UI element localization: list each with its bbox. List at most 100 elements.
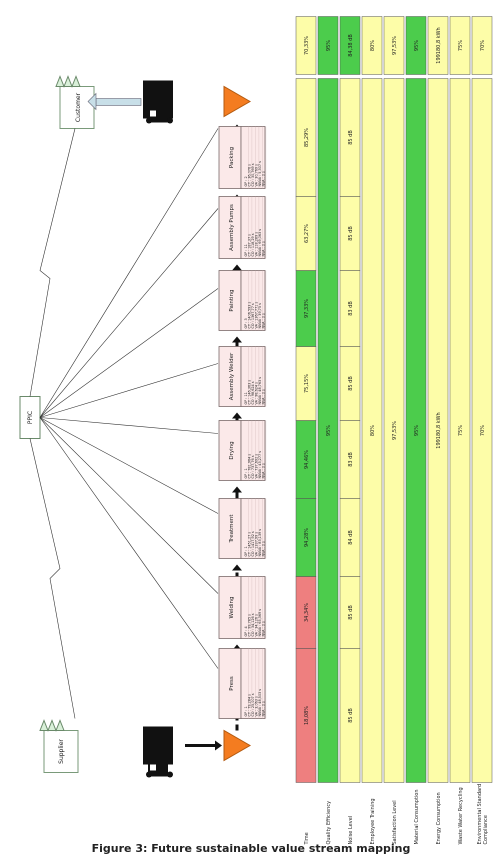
metric-label: Quality Efficiency: [326, 801, 332, 845]
metric-total: 70%: [480, 40, 486, 51]
metric-label: Energy Consumption: [436, 792, 442, 844]
metric-segment-value: 94,46%: [304, 450, 310, 469]
metric-label: Time: [304, 832, 310, 845]
metric-segment-value: 84 dB: [348, 530, 354, 545]
process-name: Drying: [229, 441, 235, 459]
process-data-line: CT : 99,785 s: [248, 614, 252, 637]
process-data-line: VA : 34,126 s: [255, 614, 259, 637]
metric-total: 95%: [326, 40, 332, 51]
process-data-line: VA : 98,624 s: [255, 382, 259, 405]
process-data-line: OP : 2: [244, 176, 248, 186]
process-data-line: OP : 4: [244, 626, 248, 636]
metric-segment-value: 85 dB: [348, 226, 354, 241]
metric-row: 70,33%18,08%34,34%94,28%94,46%75,15%97,3…: [295, 16, 317, 783]
process-data-line: VA : 1337,99 s: [255, 532, 259, 557]
metric-row: 95%95%: [405, 16, 427, 783]
metric-segment-value: 199180,8 kWh: [436, 412, 442, 448]
process-name: Treatment: [229, 514, 235, 544]
metric-segment-value: 94,28%: [304, 528, 310, 547]
process-data-line: VA : 737,692 s: [255, 454, 259, 479]
metric-total: 97,53%: [392, 36, 398, 55]
ppic-box: PPIC: [19, 396, 41, 439]
metric-segment-value: 95%: [326, 425, 332, 436]
metric-segment-value: 85,29%: [304, 128, 310, 147]
metric-label: Employee Training: [370, 798, 376, 844]
metric-segment-value: 63,27%: [304, 224, 310, 243]
metric-segment-value: 85 dB: [348, 130, 354, 145]
metric-label: Noise Level: [348, 816, 354, 845]
process-name: Assembly Welder: [229, 352, 235, 400]
process-data-line: NNVA : 65,369 s: [258, 609, 262, 637]
finished-goods-inventory-triangle: [223, 85, 252, 118]
process-data-line: NVA : 0 s: [262, 701, 266, 716]
process-data-line: OP : 1: [244, 468, 248, 478]
ppic-to-painting-line: [39, 288, 219, 418]
process-data-line: CT : 781,964 s: [248, 454, 252, 479]
metric-segment-value: 85 dB: [348, 605, 354, 620]
metric-row: 97,53% 97,53%: [383, 16, 405, 783]
process-name: Welding: [229, 596, 235, 618]
process-data-line: CT : 146,363 s: [248, 380, 252, 405]
supplier-label: Supplier: [58, 739, 65, 764]
process-data-line: CO : 118,29 s: [251, 233, 255, 256]
metric-row: 95% 95%: [317, 16, 339, 783]
process-data-line: CT : 1451,27 s: [248, 532, 252, 557]
process-data-line: NVA : 0 s: [262, 241, 266, 256]
process-data-line: CO : 1417,92 s: [251, 531, 255, 556]
process-data-line: CT : 79,284 s: [248, 694, 252, 717]
metric-segment-value: 95%: [414, 425, 420, 436]
ppic-to-customer-line: [29, 128, 76, 397]
process-data-line: NVA : 0 s: [262, 171, 266, 186]
metric-label: Material Consumption: [414, 789, 420, 844]
metric-segment-value: 97,33%: [304, 299, 310, 318]
metric-labels: Time Quality Efficiency Noise Level Employe…: [304, 784, 489, 846]
metric-segment-value: 83 dB: [348, 301, 354, 316]
process-data-line: CO : 98,624 s: [251, 381, 255, 404]
metric-segment-value: 80%: [370, 425, 376, 436]
ppic-to-drying-line: [39, 417, 219, 434]
supplier-truck-icon: [143, 726, 173, 778]
metric-segment-value: 18,08%: [304, 706, 310, 725]
metric-row: 75%75%: [449, 16, 471, 783]
customer-factory-icon: Customer: [55, 75, 95, 129]
metric-segment-value: 97,53%: [392, 421, 398, 440]
metric-row: 84,38 dB 85 dB 85 dB 84 dB 83 dB 85 dB 83 dB 85…: [339, 16, 361, 783]
process-data-line: CO : 30,769 s: [251, 163, 255, 186]
process-data-line: NNVA : 48,763 s: [258, 377, 262, 405]
metric-row: 80%80%: [361, 16, 383, 783]
process-data-line: NVA : 0 s: [262, 463, 266, 478]
process-name: Painting: [229, 289, 235, 311]
metric-segment-value: 70%: [480, 425, 486, 436]
process-data-line: VA : 1367,771 s: [255, 302, 259, 329]
push-arrow-supplier: [185, 740, 222, 751]
metric-label: Environmental Standard: [477, 784, 483, 845]
process-data-line: OP : 3: [244, 318, 248, 328]
process-data-line: VA : 30,769 s: [255, 164, 259, 187]
process-data-line: CO : 1367,77 s: [251, 303, 255, 328]
process-data-line: CO : 25,007 s: [251, 693, 255, 716]
process-data-line: NNVA : 43,277 s: [258, 451, 262, 479]
ppic-to-press-line: [39, 417, 219, 669]
metric-label: Satisfaction Level: [392, 800, 398, 844]
information-flow-lines: [29, 128, 219, 719]
metric-segment-value: 83 dB: [348, 452, 354, 467]
process-data-line: OP : 11: [244, 244, 248, 256]
metric-label: Waste Water Recycling: [458, 787, 464, 844]
metric-row: 70% 70%: [471, 16, 493, 783]
metric-segment-value: 85 dB: [348, 376, 354, 391]
metric-total: 84,38 dB: [348, 34, 354, 57]
customer-label: Customer: [75, 92, 82, 122]
figure-caption: Figure 3: Future sustainable value strea…: [91, 842, 411, 855]
process-name: Assembly Pumps: [229, 204, 235, 251]
raw-material-inventory-triangle: [223, 729, 252, 762]
ppic-to-assembly-pumps-line: [39, 208, 219, 418]
